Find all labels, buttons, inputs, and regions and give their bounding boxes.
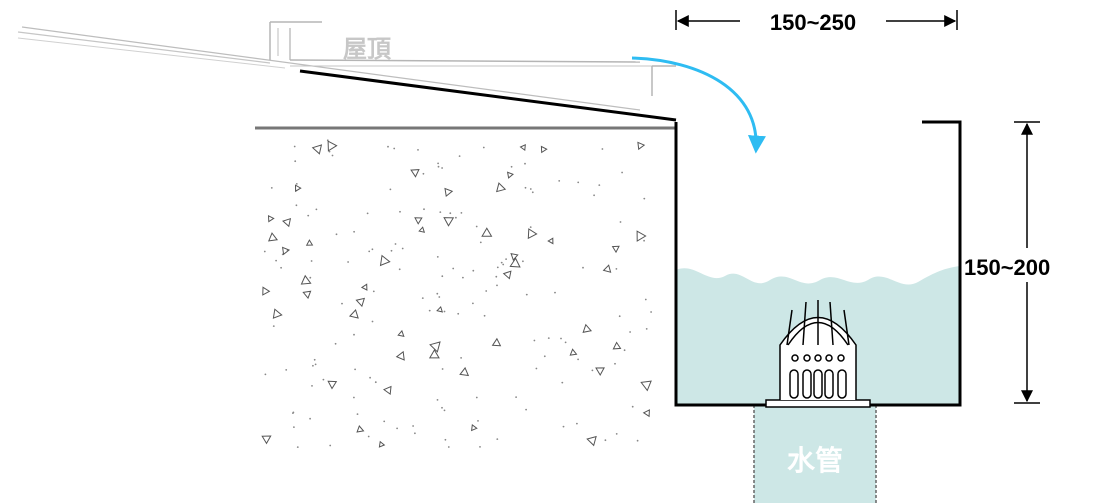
roof: 屋頂 [17,21,676,111]
width-label: 150~250 [770,10,856,35]
flow-arrow [631,56,766,154]
roof-label: 屋頂 [343,35,392,63]
depth-dimension: 150~200 [964,121,1050,404]
concrete-texture [261,139,652,448]
pipe-label: 水管 [787,444,843,477]
drain-pipe: 水管 [753,405,877,503]
drain-strainer [765,300,871,408]
depth-label: 150~200 [964,255,1050,280]
concrete-wall [255,69,677,448]
width-dimension: 150~250 [675,10,958,35]
gutter-outline [674,120,962,407]
